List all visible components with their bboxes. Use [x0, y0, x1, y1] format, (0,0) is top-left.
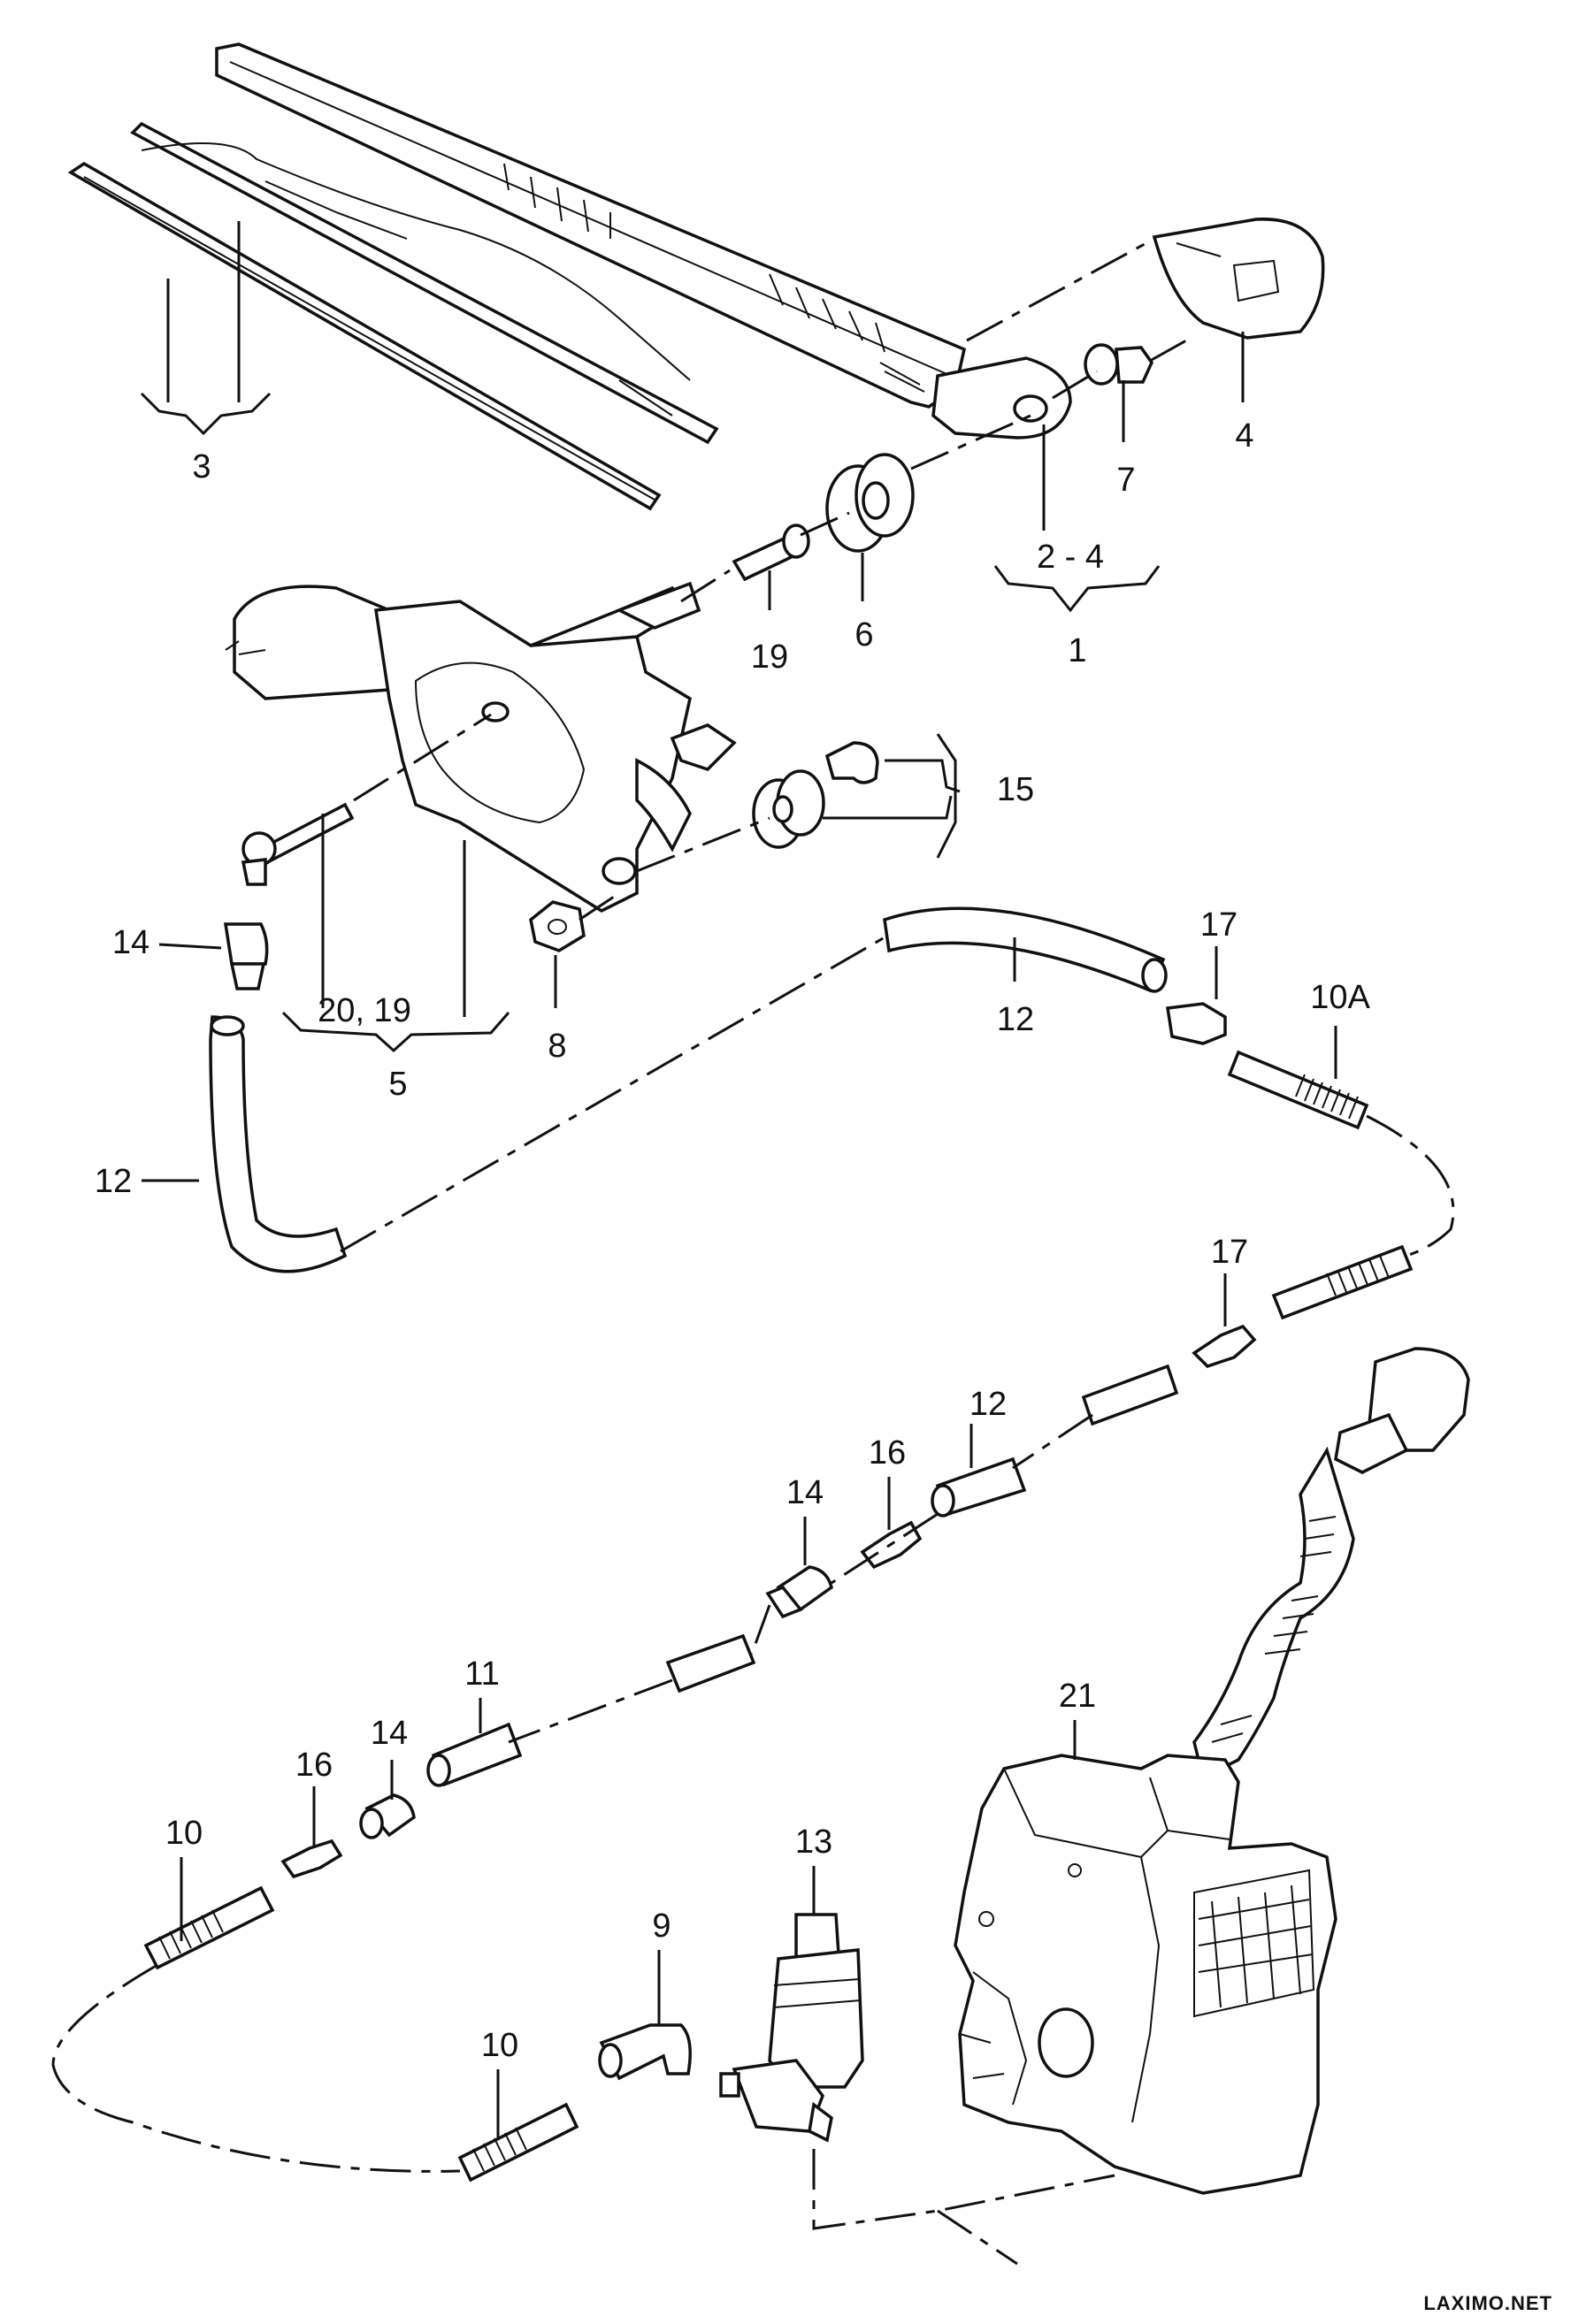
label-part-16-top: 16: [869, 1434, 906, 1472]
connector-part-17-bottom[interactable]: [1192, 1324, 1257, 1369]
label-part-11: 11: [464, 1655, 499, 1693]
label-part-10A: 10A: [1310, 979, 1370, 1016]
label-part-10-lower: 10: [481, 2027, 518, 2064]
hose-part-12-upper[interactable]: [883, 906, 1168, 993]
hose-part-12-middle[interactable]: [931, 1364, 1179, 1517]
elbow-hose-part-9[interactable]: [598, 2023, 692, 2081]
label-part-3: 3: [192, 448, 211, 485]
label-part-6: 6: [854, 616, 873, 654]
wiper-motor-part-5[interactable]: [225, 581, 737, 914]
label-part-9: 9: [652, 1907, 671, 1945]
label-part-14-bottom: 14: [371, 1715, 408, 1752]
label-part-12-middle: 12: [969, 1386, 1007, 1423]
label-part-5: 5: [388, 1066, 407, 1103]
label-part-19: 19: [751, 638, 788, 676]
connector-part-14-bottom[interactable]: [359, 1793, 416, 1839]
washer-reservoir-part-21[interactable]: [954, 1347, 1470, 2195]
grommet-part-15[interactable]: [752, 741, 879, 849]
label-part-15: 15: [997, 771, 1034, 808]
corrugated-hose-part-10-lower[interactable]: [457, 2102, 579, 2183]
wiper-blade-part-3[interactable]: [67, 121, 719, 511]
connector-part-16-bottom[interactable]: [280, 1839, 343, 1879]
label-part-14-middle: 14: [786, 1474, 824, 1511]
part-labels: 3 4 7 2 - 4 1 6 19 15 14 20, 19 5 8 12 1…: [95, 417, 1371, 2064]
connector-part-14-top[interactable]: [223, 922, 269, 990]
label-part-16-bottom: 16: [295, 1747, 333, 1784]
label-part-2-4: 2 - 4: [1037, 539, 1104, 576]
label-part-13: 13: [795, 1823, 832, 1861]
watermark: LAXIMO.NET: [1423, 2292, 1552, 2314]
washer-pump-part-13[interactable]: [719, 1913, 864, 2143]
shaft-pin-part-19-top[interactable]: [732, 524, 810, 582]
label-part-10-upper: 10: [165, 1815, 203, 1852]
nut-part-7[interactable]: [1084, 343, 1154, 386]
wiper-arm-part-2[interactable]: [215, 42, 1072, 440]
label-leader-lines: [140, 221, 1337, 2140]
hose-part-12-left[interactable]: [209, 1015, 348, 1273]
label-part-8: 8: [548, 1028, 566, 1065]
label-part-21: 21: [1059, 1678, 1096, 1715]
connector-part-14-middle[interactable]: [765, 1565, 833, 1619]
hose-part-11[interactable]: [426, 1633, 756, 1787]
assembly-lines: [51, 237, 1455, 2266]
label-part-7: 7: [1116, 462, 1135, 499]
corrugated-hose-part-10A[interactable]: [1227, 1050, 1414, 1320]
rubber-bush-part-6[interactable]: [825, 453, 915, 553]
label-part-17-top: 17: [1200, 906, 1238, 944]
wiper-arm-cover-part-4[interactable]: [1152, 218, 1325, 340]
corrugated-hose-part-10-upper[interactable]: [143, 1885, 275, 1970]
label-part-12-upper: 12: [997, 1001, 1034, 1038]
label-part-17-bottom: 17: [1211, 1234, 1248, 1271]
connector-part-17-top[interactable]: [1165, 1002, 1227, 1045]
label-part-12-left: 12: [95, 1163, 132, 1200]
label-part-1: 1: [1068, 632, 1086, 669]
label-part-14-top: 14: [112, 924, 149, 961]
label-part-4: 4: [1235, 417, 1253, 455]
nut-part-8[interactable]: [529, 900, 586, 952]
bolt-part-20[interactable]: [241, 802, 355, 886]
label-part-20-19: 20, 19: [318, 992, 411, 1029]
